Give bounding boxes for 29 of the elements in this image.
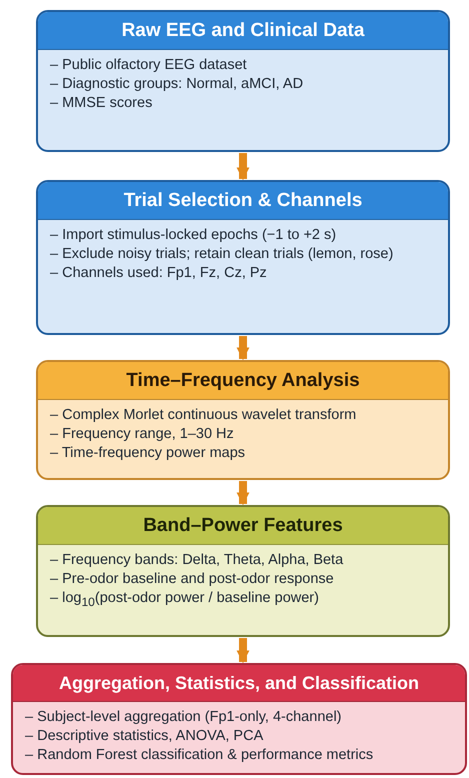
process-box [36,10,450,152]
arrow [236,481,250,506]
bullet-item: – Time-frequency power maps [50,444,246,463]
box-heading: Time–Frequency Analysis [38,362,448,400]
bullet-item: – Descriptive statistics, ANOVA, PCA [25,727,264,746]
process-box [36,360,450,480]
bullet-item: – Exclude noisy trials; retain clean trials (lemon, rose) [50,245,394,264]
box-heading: Raw EEG and Clinical Data [38,12,448,50]
process-box [36,505,450,637]
bullet-item: – Pre-odor baseline and post-odor response [50,570,335,589]
bullet-item: – Frequency bands: Delta, Theta, Alpha, Beta [50,551,344,570]
bullet-item: – Import stimulus-locked epochs (−1 to +2 s) [50,226,338,245]
process-box [11,663,467,775]
bullet-item: – Frequency range, 1–30 Hz [50,425,235,444]
bullet-item: – Random Forest classification & performance metrics [25,746,374,765]
box-heading: Aggregation, Statistics, and Classification [13,665,465,702]
process-box [36,180,450,335]
bullet-item: – Public olfactory EEG dataset [50,56,248,75]
bullet-item: – Complex Morlet continuous wavelet transform [50,406,358,425]
bullet-item: – MMSE scores [50,94,154,113]
bullet-item: – Diagnostic groups: Normal, aMCI, AD [50,75,304,94]
box-heading: Trial Selection & Channels [38,182,448,220]
bullet-item: – log$_{10}$(post-odor power / baseline power) [50,589,320,611]
bullet-item: – Subject-level aggregation (Fp1-only, 4-channel) [25,708,342,727]
box-heading: Band–Power Features [38,507,448,545]
arrow [236,336,250,360]
arrow [236,153,250,180]
bullet-item: – Channels used: Fp1, Fz, Cz, Pz [50,264,268,283]
arrow [236,638,250,664]
